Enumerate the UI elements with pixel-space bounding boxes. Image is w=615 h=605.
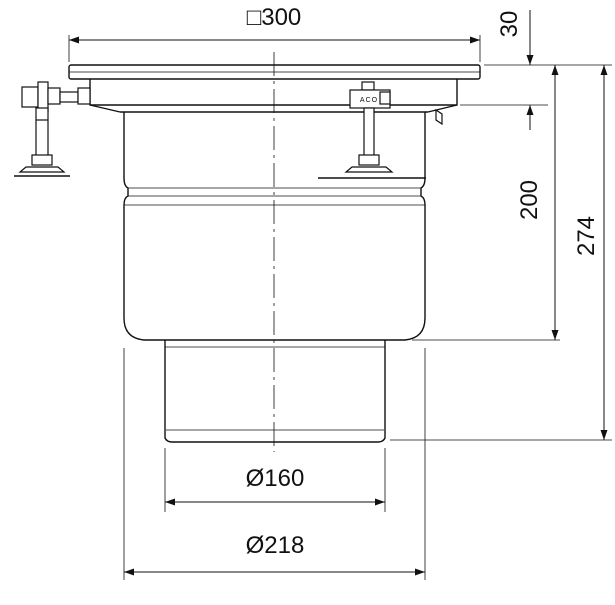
drain-body (123, 112, 426, 341)
brand-label: ACO (360, 97, 378, 104)
flange-height-label: 30 (496, 11, 523, 38)
dimension-lines (69, 10, 608, 576)
body-diameter-label: Ø218 (246, 532, 305, 559)
right-levelling-foot (318, 81, 443, 179)
outlet-spigot (164, 340, 386, 443)
top-width-label: □300 (247, 4, 302, 31)
left-levelling-foot (14, 81, 91, 177)
body-height-label: 200 (516, 180, 543, 220)
top-flange (68, 64, 481, 113)
total-height-label: 274 (573, 216, 600, 256)
extension-lines (68, 35, 612, 580)
outlet-diameter-label: Ø160 (246, 465, 305, 492)
